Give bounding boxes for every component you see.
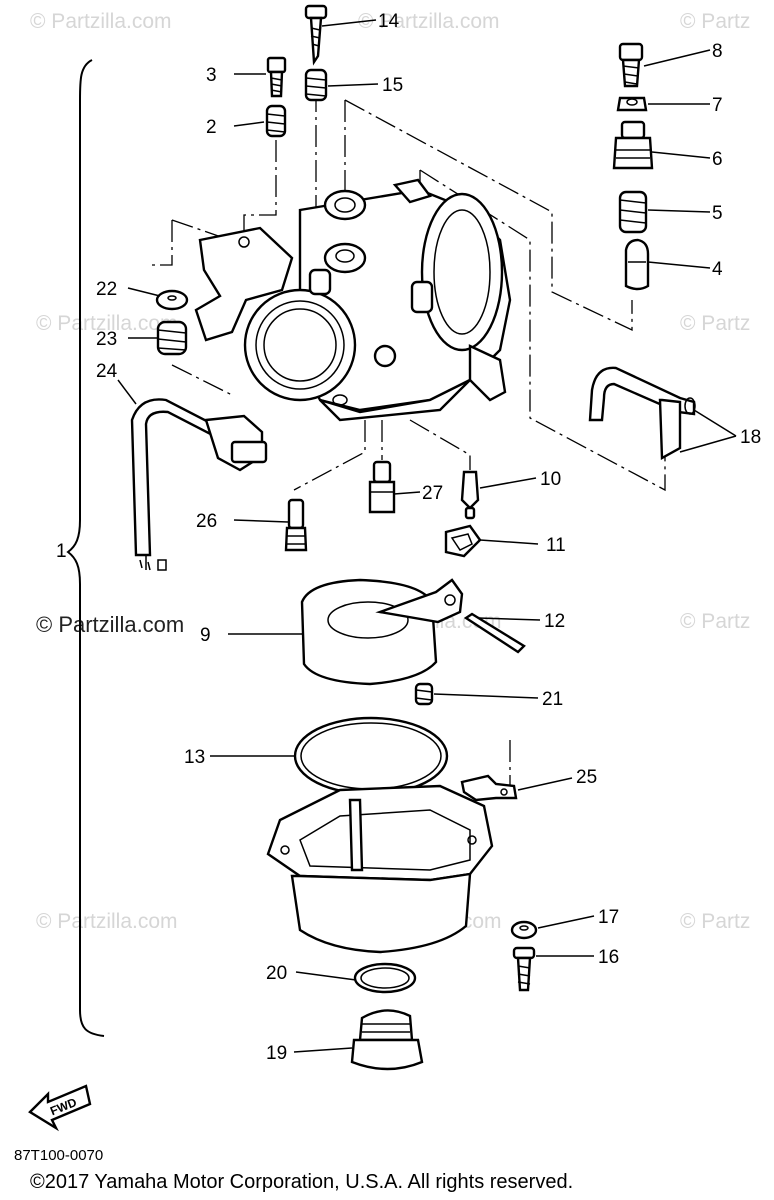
callout-27: 27 bbox=[422, 483, 443, 504]
callout-1: 1 bbox=[56, 541, 67, 562]
fwd-arrow-icon: FWD bbox=[28, 1084, 92, 1132]
callout-17: 17 bbox=[598, 907, 619, 928]
part-14-screw bbox=[304, 4, 328, 66]
part-5-spring bbox=[618, 190, 648, 234]
part-9-float bbox=[300, 578, 464, 686]
part-7-nut bbox=[616, 96, 648, 112]
callout-7: 7 bbox=[712, 95, 723, 116]
callout-19: 19 bbox=[266, 1043, 287, 1064]
callout-4: 4 bbox=[712, 259, 723, 280]
part-19-drain-plug bbox=[350, 1009, 424, 1071]
part-27-jet bbox=[368, 460, 396, 514]
callout-20: 20 bbox=[266, 963, 287, 984]
part-21-screw bbox=[414, 682, 434, 706]
callout-25: 25 bbox=[576, 767, 597, 788]
part-10-needle-valve bbox=[460, 470, 480, 520]
part-16-screw bbox=[512, 946, 536, 992]
watermark: © Partzilla.com bbox=[36, 910, 178, 933]
part-6-adjuster bbox=[612, 120, 654, 170]
part-11-clip bbox=[444, 524, 482, 558]
callout-22: 22 bbox=[96, 279, 117, 300]
watermark: © Partz bbox=[680, 312, 750, 335]
watermark: © Partzilla.com bbox=[358, 10, 500, 33]
callout-numbers: 3 2 14 15 8 7 6 5 4 22 23 24 18 10 27 26… bbox=[56, 11, 761, 1064]
part-18-hose bbox=[588, 366, 696, 461]
assembly-brace bbox=[66, 59, 105, 1037]
callout-26: 26 bbox=[196, 511, 217, 532]
watermark: © Partzilla.com bbox=[36, 312, 178, 335]
part-3-screw bbox=[266, 56, 287, 98]
callout-6: 6 bbox=[712, 149, 723, 170]
callout-12: 12 bbox=[544, 611, 565, 632]
part-12-pin bbox=[463, 612, 526, 654]
carburetor-body bbox=[194, 178, 512, 422]
part-15-spring bbox=[304, 68, 328, 102]
part-23-spring bbox=[156, 320, 188, 356]
watermark: © Partz bbox=[680, 910, 750, 933]
callout-11: 11 bbox=[546, 535, 566, 556]
callout-3: 3 bbox=[206, 65, 217, 86]
callout-13: 13 bbox=[184, 747, 205, 768]
figure-code: 87T100-0070 bbox=[14, 1147, 103, 1164]
part-13-gasket bbox=[293, 716, 449, 796]
part-17-washer bbox=[510, 920, 538, 940]
callout-16: 16 bbox=[598, 947, 619, 968]
watermark-main: © Partzilla.com bbox=[36, 612, 184, 637]
watermark: © Partz bbox=[680, 610, 750, 633]
watermark: © Partzilla.com bbox=[30, 10, 172, 33]
callout-14: 14 bbox=[378, 11, 400, 32]
callout-8: 8 bbox=[712, 41, 723, 62]
callout-24: 24 bbox=[96, 361, 118, 382]
callout-21: 21 bbox=[542, 689, 563, 710]
callout-2: 2 bbox=[206, 117, 217, 138]
callout-18: 18 bbox=[740, 427, 761, 448]
part-26-jet bbox=[284, 498, 308, 552]
callout-15: 15 bbox=[382, 75, 403, 96]
float-bowl bbox=[266, 784, 494, 954]
part-22-washer bbox=[155, 289, 189, 311]
part-4-valve bbox=[624, 238, 650, 291]
part-8-screw bbox=[618, 42, 644, 88]
part-25-bracket bbox=[460, 774, 518, 802]
callout-9: 9 bbox=[200, 625, 211, 646]
leader-lines bbox=[117, 19, 737, 1053]
part-2-spring bbox=[265, 104, 287, 138]
watermark: © Partz bbox=[680, 10, 750, 33]
callout-5: 5 bbox=[712, 203, 723, 224]
callout-10: 10 bbox=[540, 469, 561, 490]
callout-23: 23 bbox=[96, 329, 117, 350]
part-24-lead-wire bbox=[130, 398, 268, 571]
copyright-notice: ©2017 Yamaha Motor Corporation, U.S.A. A… bbox=[30, 1171, 573, 1193]
part-20-oring bbox=[353, 962, 417, 994]
